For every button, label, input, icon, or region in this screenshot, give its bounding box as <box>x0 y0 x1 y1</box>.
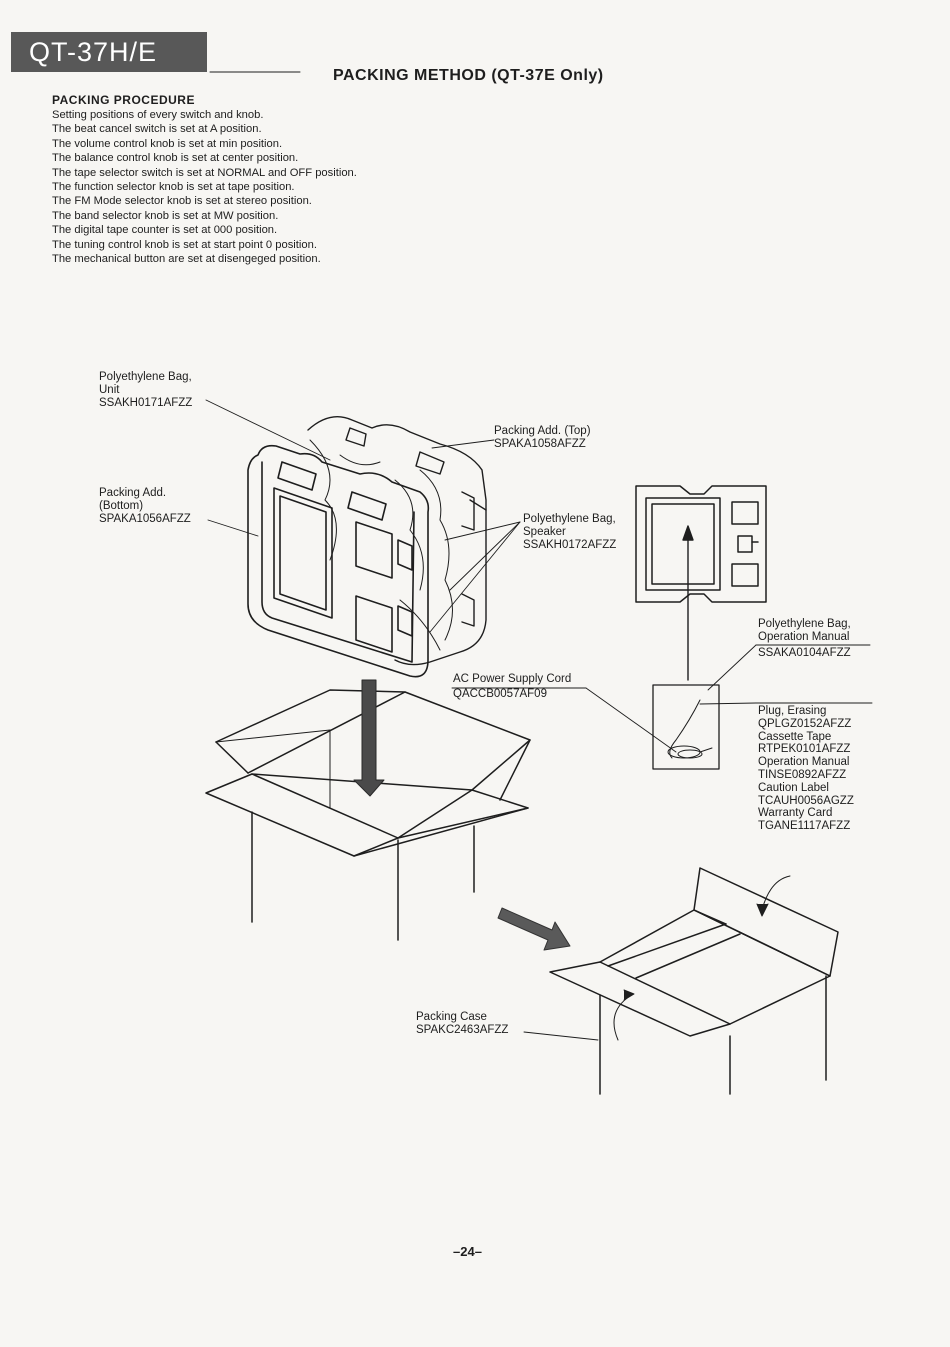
label-line: Packing Add. <box>99 487 167 499</box>
label-part-number: QACCB0057AF09 <box>453 687 547 700</box>
packing-add-bottom-drawing <box>247 444 430 678</box>
label-bag-speaker: Polyethylene Bag, Speaker SSAKH0172AFZZ <box>523 513 616 551</box>
procedure-line: The digital tape counter is set at 000 p… <box>52 224 278 237</box>
label-line: Unit <box>99 383 120 396</box>
label-line: Polyethylene Bag, <box>523 513 616 525</box>
label-packing-case: Packing Case SPAKC2463AFZZ <box>416 1011 508 1037</box>
model-badge: QT-37H/E <box>11 32 207 72</box>
label-part-number: RTPEK0101AFZZ <box>758 743 851 756</box>
procedure-line: Setting positions of every switch and kn… <box>52 109 264 121</box>
procedure-line: The band selector knob is set at MW posi… <box>52 209 279 222</box>
page-number: –24– <box>453 1244 482 1259</box>
procedure-line: The balance control knob is set at cente… <box>52 152 299 165</box>
label-part-number: TGANE1117AFZZ <box>758 820 851 833</box>
label-line: Packing Case <box>416 1011 487 1023</box>
packing-add-top-drawing <box>307 416 487 666</box>
label-line: Operation Manual <box>758 630 850 643</box>
label-packing-add-bottom: Packing Add. (Bottom) SPAKA1056AFZZ <box>99 487 191 525</box>
packing-case-drawing <box>549 867 839 1095</box>
manual-bag-drawing <box>652 684 720 770</box>
procedure-line: The function selector knob is set at tap… <box>52 181 295 194</box>
leader-lines <box>205 399 873 1041</box>
procedure-list: Setting positions of every switch and kn… <box>52 108 357 266</box>
speaker-bag-drawing <box>309 439 453 651</box>
label-bag-unit: Polyethylene Bag, Unit SSAKH0171AFZZ <box>99 371 192 409</box>
procedure-line: The beat cancel switch is set at A posit… <box>52 123 262 136</box>
label-part-number: TINSE0892AFZZ <box>758 768 847 781</box>
label-part-number: SSAKH0171AFZZ <box>99 396 193 409</box>
procedure-heading: PACKING PROCEDURE <box>52 93 195 107</box>
procedure-line: The tuning control knob is set at start … <box>52 238 317 251</box>
label-line: AC Power Supply Cord <box>453 673 572 685</box>
procedure-line: The mechanical button are set at disenge… <box>52 253 321 266</box>
procedure-line: The volume control knob is set at min po… <box>52 137 283 150</box>
procedure-line: The tape selector switch is set at NORMA… <box>52 166 357 179</box>
label-packing-add-top: Packing Add. (Top) SPAKA1058AFZZ <box>494 425 591 451</box>
label-ac-cord: AC Power Supply Cord QACCB0057AF09 <box>453 673 571 701</box>
label-part-number: SPAKA1058AFZZ <box>494 437 586 450</box>
accessory-tray-drawing <box>635 485 767 603</box>
label-line: Warranty Card <box>758 807 833 820</box>
label-bag-manual: Polyethylene Bag, Operation Manual SSAKA… <box>758 618 851 659</box>
page-title: PACKING METHOD (QT-37E Only) <box>333 67 604 84</box>
label-line: Packing Add. (Top) <box>494 425 591 437</box>
label-line: Cassette Tape <box>758 730 832 743</box>
label-line: (Bottom) <box>99 499 144 512</box>
label-line: Operation Manual <box>758 756 850 769</box>
label-line: Speaker <box>523 525 566 538</box>
label-line: Polyethylene Bag, <box>99 371 192 383</box>
procedure-line: The FM Mode selector knob is set at ster… <box>52 195 312 208</box>
label-part-number: SSAKH0172AFZZ <box>523 538 617 551</box>
label-part-number: SSAKA0104AFZZ <box>758 646 851 659</box>
label-line: Polyethylene Bag, <box>758 618 851 630</box>
label-accessories: Plug, Erasing QPLGZ0152AFZZ Cassette Tap… <box>758 705 854 833</box>
label-line: Caution Label <box>758 781 829 794</box>
label-part-number: SPAKC2463AFZZ <box>416 1023 509 1036</box>
open-carton-drawing <box>205 689 531 941</box>
label-part-number: SPAKA1056AFZZ <box>99 512 191 525</box>
label-part-number: QPLGZ0152AFZZ <box>758 717 852 730</box>
label-line: Plug, Erasing <box>758 705 827 717</box>
label-part-number: TCAUH0056AGZZ <box>758 794 854 807</box>
